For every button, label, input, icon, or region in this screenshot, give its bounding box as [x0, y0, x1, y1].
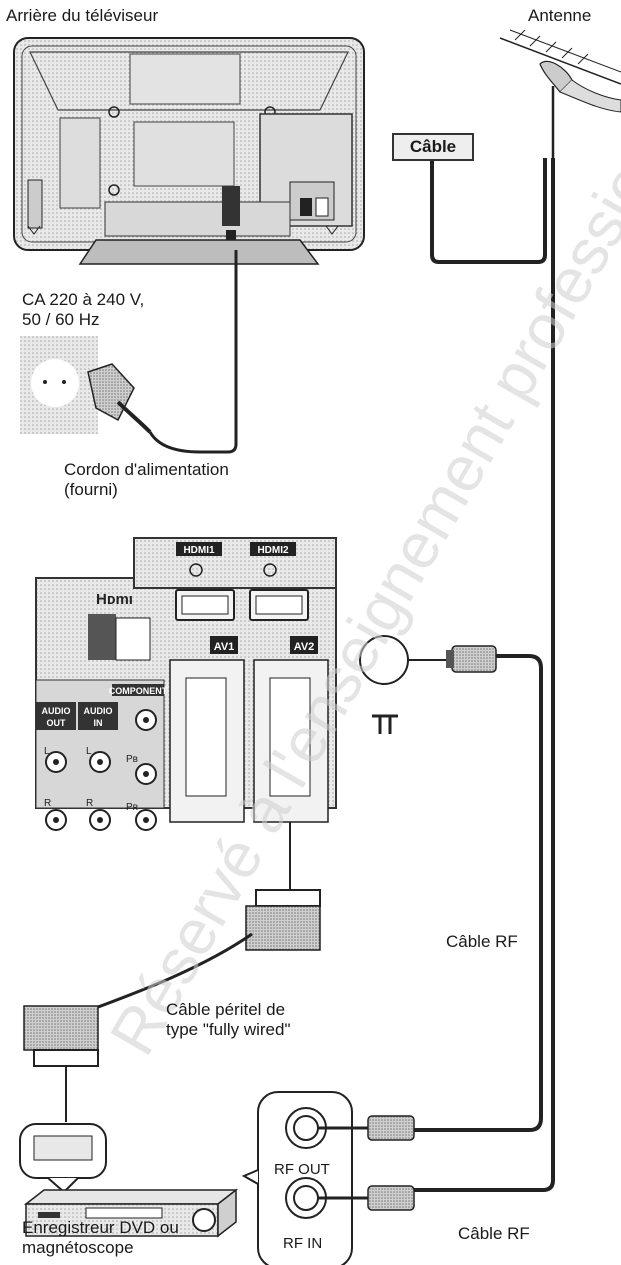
antenna-label: Antenne — [528, 6, 591, 26]
rf-cable-recorder-out — [410, 656, 541, 1130]
hdmi2-label: HDMI2 — [257, 545, 289, 556]
l-label-1: L — [44, 746, 50, 757]
r-label-1: R — [44, 798, 51, 809]
audio-in-label-1: AUDIO — [84, 706, 113, 716]
audio-out-label-1: AUDIO — [42, 706, 71, 716]
audio-out-label-2: OUT — [47, 718, 67, 728]
antenna-cable-to-tv — [432, 157, 545, 262]
rf-cable-label-top: Câble RF — [446, 932, 518, 952]
pb-label: Pʙ — [126, 754, 138, 765]
wall-outlet — [20, 336, 98, 434]
av1-label: AV1 — [214, 641, 235, 653]
scart-plug-tv-side — [246, 890, 320, 950]
cable-tag: Câble — [392, 133, 474, 161]
rf-plug-in — [368, 1186, 414, 1210]
hdmi1-label: HDMI1 — [183, 545, 215, 556]
l-label-2: L — [86, 746, 92, 757]
rf-plug-out — [368, 1116, 414, 1140]
recorder-label-line2: magnétoscope — [22, 1238, 134, 1258]
power-cord-label-line2: (fourni) — [64, 480, 118, 500]
rf-in-label: RF IN — [283, 1234, 322, 1254]
scart-cable-label-line1: Câble péritel de — [166, 1000, 285, 1020]
power-cord-label-line1: Cordon d'alimentation — [64, 460, 229, 480]
recorder-label-line1: Enregistreur DVD ou — [22, 1218, 179, 1238]
scart-plug-recorder-side — [24, 1006, 98, 1066]
power-label-line1: CA 220 à 240 V, — [22, 290, 144, 310]
rf-out-label: RF OUT — [274, 1160, 330, 1180]
r-label-2: R — [86, 798, 93, 809]
power-label-line2: 50 / 60 Hz — [22, 310, 100, 330]
power-cord — [150, 250, 236, 452]
hdmi-logo: Hᴅmı — [96, 591, 133, 608]
rf-plug-top — [446, 646, 496, 672]
tv-back-illustration — [14, 38, 364, 264]
scart-cable-label-line2: type "fully wired" — [166, 1020, 291, 1040]
pr-label: Pʀ — [126, 802, 139, 813]
tv-back-label: Arrière du téléviseur — [6, 6, 158, 26]
component-label: COMPONENT — [109, 686, 168, 696]
rf-cable-label-bottom: Câble RF — [458, 1224, 530, 1244]
av2-label: AV2 — [294, 641, 315, 653]
antenna-illustration — [500, 30, 621, 158]
recorder-scart-socket — [20, 1124, 106, 1192]
audio-in-label-2: IN — [94, 718, 103, 728]
